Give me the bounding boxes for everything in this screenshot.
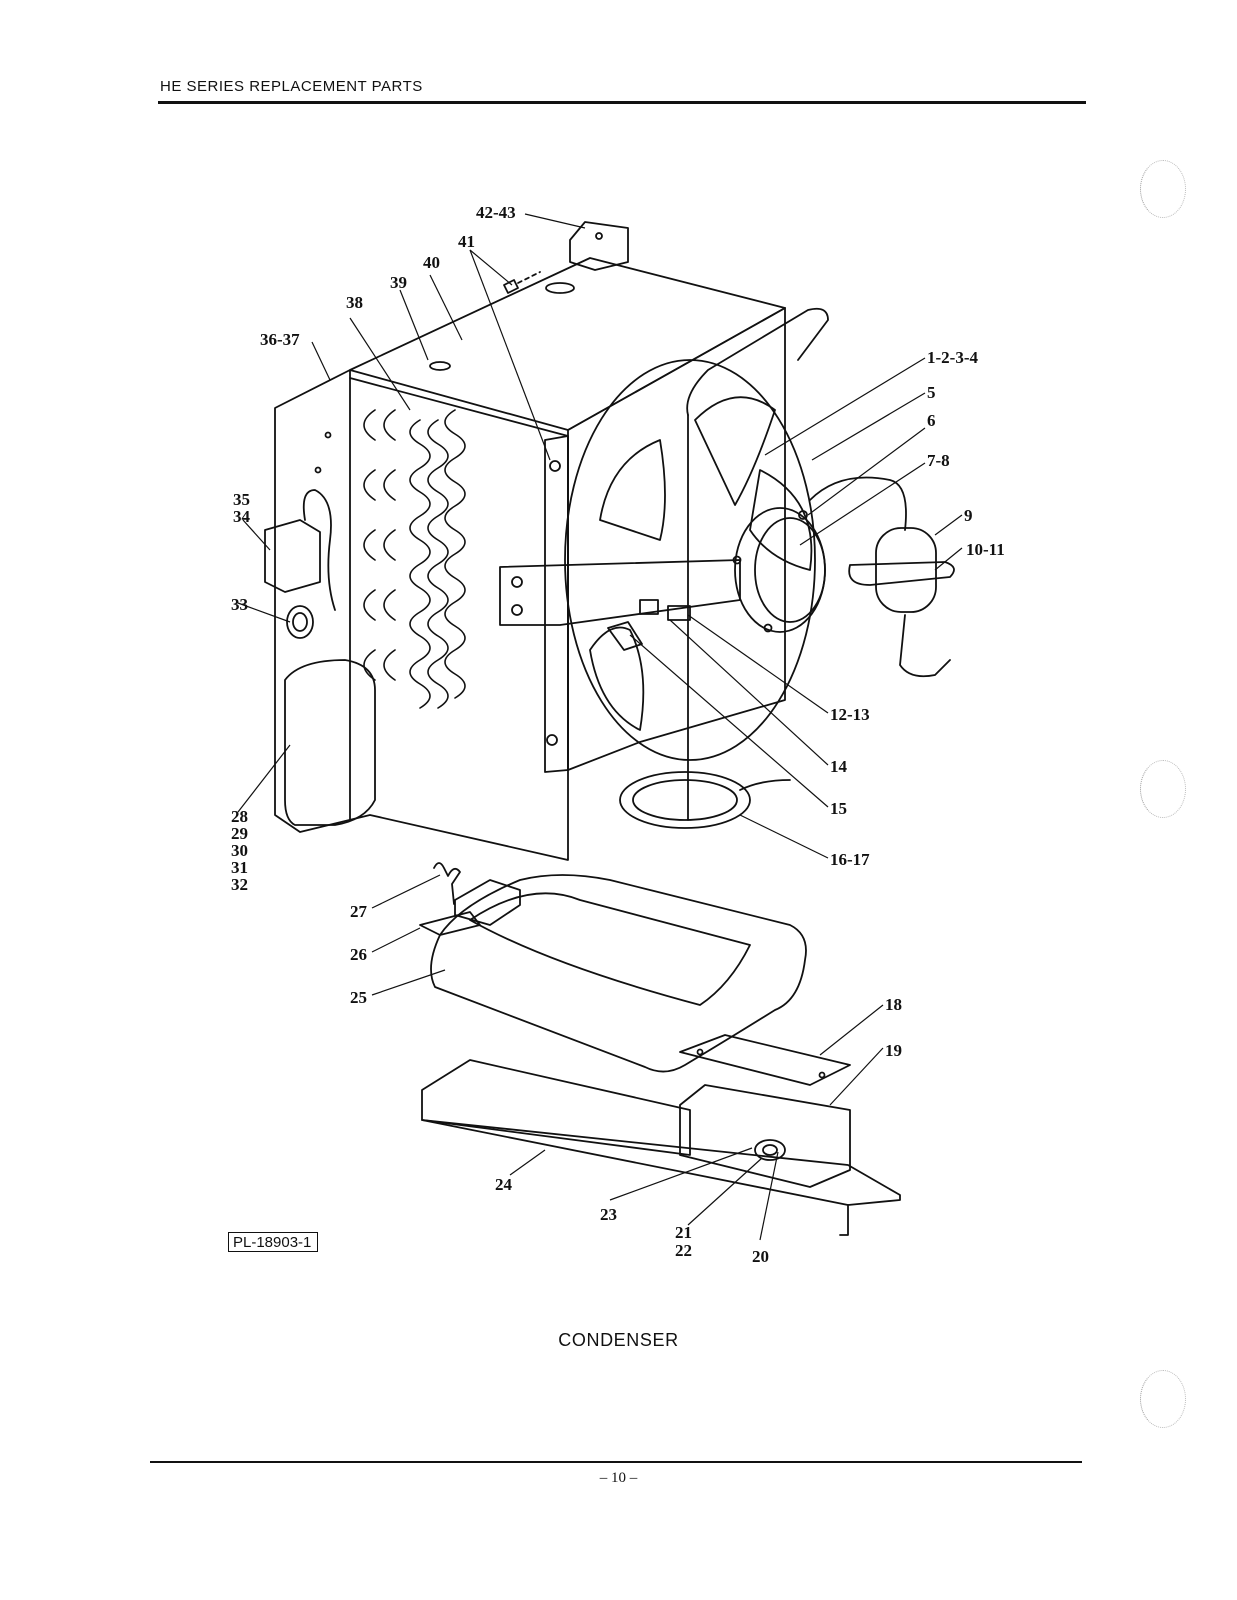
- callout-5: 5: [927, 383, 936, 402]
- punch-hole-bottom: [1140, 1370, 1186, 1428]
- base-channel: [421, 1059, 901, 1236]
- callout-23: 23: [600, 1205, 617, 1224]
- fan-assembly: [564, 359, 816, 761]
- callout-31: 31: [231, 858, 248, 877]
- punch-hole-top: [1140, 160, 1186, 218]
- page-header-title: HE SERIES REPLACEMENT PARTS: [160, 78, 423, 95]
- callout-7-8: 7-8: [927, 451, 950, 470]
- callout-22: 22: [675, 1241, 692, 1260]
- callout-10-11: 10-11: [966, 540, 1005, 559]
- callout-16-17: 16-17: [830, 850, 870, 869]
- electrical-cover: [284, 659, 376, 826]
- callout-40: 40: [423, 253, 440, 272]
- callout-32: 32: [231, 875, 248, 894]
- page-number: – 10 –: [599, 1470, 638, 1486]
- housing-right-panel: [544, 307, 786, 773]
- grommet: [286, 605, 314, 639]
- callout-28: 28: [231, 807, 248, 826]
- callout-19: 19: [885, 1041, 902, 1060]
- top-bracket: [569, 221, 629, 271]
- fan-motor: [732, 507, 826, 633]
- callout-18: 18: [885, 995, 902, 1014]
- callout-12-13: 12-13: [830, 705, 870, 724]
- pan-bracket: [419, 879, 521, 936]
- callout-35: 35: [233, 490, 250, 509]
- callout-24: 24: [495, 1175, 513, 1194]
- figure-caption: CONDENSER: [558, 1330, 679, 1350]
- wing-nut: [433, 862, 461, 905]
- float-cover: [679, 1034, 851, 1086]
- callout-34: 34: [233, 507, 251, 526]
- callout-30: 30: [231, 841, 248, 860]
- callout-9: 9: [964, 506, 973, 525]
- callout-15: 15: [830, 799, 847, 818]
- leader-lines: [237, 213, 963, 1241]
- callout-25: 25: [350, 988, 367, 1007]
- footer-rule: [150, 1461, 1082, 1463]
- callout-29: 29: [231, 824, 248, 843]
- callout-27: 27: [350, 902, 368, 921]
- callout-26: 26: [350, 945, 367, 964]
- callout-21: 21: [675, 1223, 692, 1242]
- drain-pan: [430, 874, 807, 1073]
- callout-20: 20: [752, 1247, 769, 1266]
- header-rule: [158, 101, 1086, 104]
- condenser-coils: [363, 409, 466, 709]
- callout-42-43: 42-43: [476, 203, 516, 222]
- callout-33: 33: [231, 595, 248, 614]
- callout-6: 6: [927, 411, 936, 430]
- callout-41: 41: [458, 232, 475, 251]
- capacitor: [809, 476, 955, 678]
- terminal-box: [264, 489, 336, 611]
- callout-38: 38: [346, 293, 363, 312]
- wire-harness: [619, 307, 829, 829]
- housing-left-panel: [274, 369, 569, 861]
- float-switch-housing: [679, 1084, 851, 1188]
- callout-1-2-3-4: 1-2-3-4: [927, 348, 978, 367]
- top-screw: [503, 271, 541, 294]
- drawing-reference-number: PL-18903-1: [228, 1232, 319, 1252]
- callout-36-37: 36-37: [260, 330, 300, 349]
- callout-39: 39: [390, 273, 407, 292]
- callout-labels: 42-43 41 40 39 38 36-37 1-2-3-4 5 6 7-8 …: [231, 203, 1005, 1266]
- motor-bracket: [499, 559, 741, 651]
- punch-hole-middle: [1140, 760, 1186, 818]
- callout-14: 14: [830, 757, 848, 776]
